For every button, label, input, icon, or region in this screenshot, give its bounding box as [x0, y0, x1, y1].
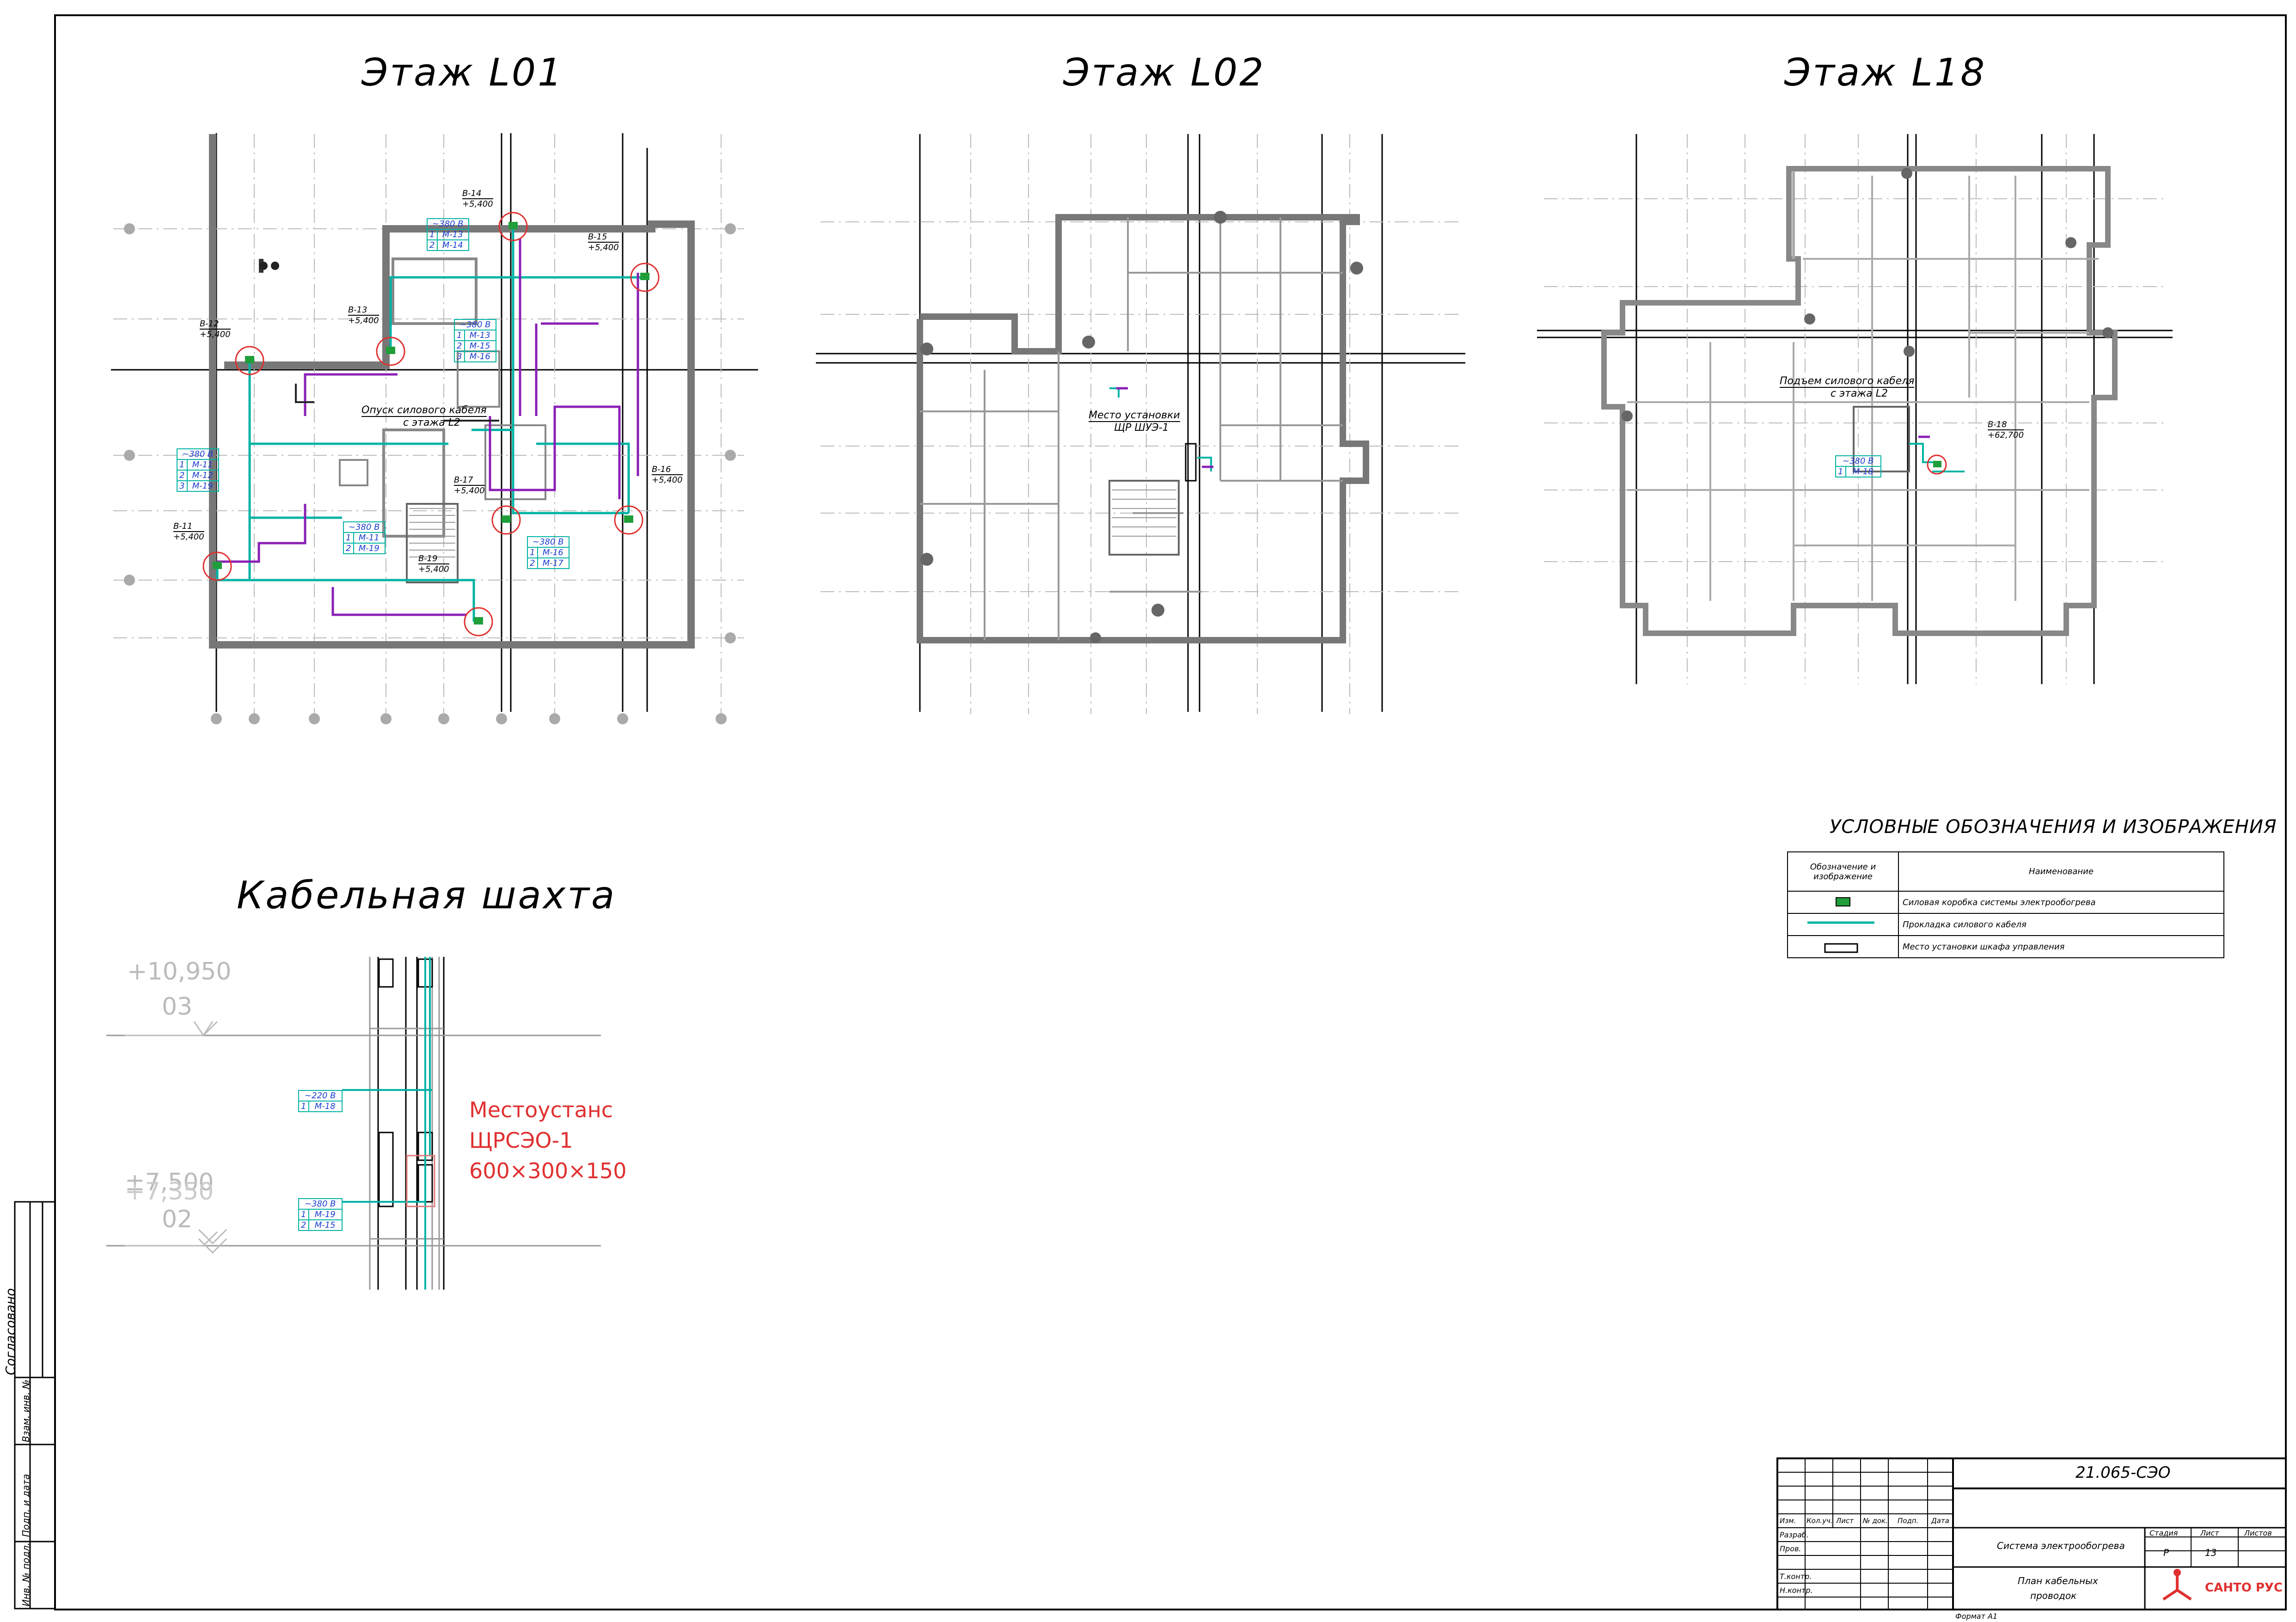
tb-sheet-label: Лист [2200, 1529, 2219, 1537]
stamp-agreed: Согласовано [3, 1288, 18, 1375]
tb-stage-label: Стадия [2149, 1529, 2178, 1537]
tb-header: Дата [1931, 1517, 1949, 1525]
plan-l18 [1537, 134, 2173, 684]
company-logo [2162, 1569, 2192, 1601]
tb-header: Кол.уч. [1806, 1517, 1833, 1525]
tb-header: № док. [1863, 1517, 1888, 1525]
shaft-level-top: +10,950 [127, 958, 232, 985]
junction-label: B-15+5,400 [588, 232, 619, 252]
shaft-level-bottom-2: +7,350 [125, 1178, 214, 1206]
tb-header: Лист [1836, 1517, 1854, 1525]
tb-stage: Р [2163, 1547, 2169, 1558]
tb-sheets-label: Листов [2244, 1529, 2272, 1537]
tb-sheet-title-2: проводок [2030, 1590, 2077, 1601]
shaft-level-top-code: 03 [162, 993, 193, 1021]
tb-sheet: 13 [2205, 1547, 2217, 1558]
tb-header: Подп. [1898, 1517, 1919, 1525]
stamp-inv-replace: Взам. инв. № [20, 1379, 31, 1442]
shaft-level-bottom-code: 02 [162, 1206, 193, 1233]
junction-label: B-18+62,700 [1988, 420, 2024, 440]
title-floor-l18: Этаж L18 [1784, 51, 1987, 95]
junction-label: B-14+5,400 [462, 189, 493, 209]
doc-code: 21.065-СЭО [2076, 1463, 2171, 1482]
stamp-sign-date: Подп. и дата [20, 1474, 31, 1537]
l18-rise-note: Подъем силового кабеля с этажа L2 [1780, 375, 1915, 399]
tb-header: Изм. [1780, 1517, 1796, 1525]
plan-l01 [111, 133, 758, 724]
shaft-level-bottom: ±7,500 [125, 1169, 214, 1196]
shaft-install-note: Местоустанс ЩРСЭО-1 600×300×150 [469, 1097, 627, 1183]
legend-row: Прокладка силового кабеля [1787, 913, 2224, 936]
tb-sheet-title-1: План кабельных [2018, 1575, 2098, 1586]
junction-label: B-13+5,400 [348, 305, 379, 325]
l02-install-note: Место установки ЩР ШУЭ-1 [1089, 410, 1180, 434]
cable-shaft [106, 957, 601, 1290]
company-name: САНТО РУС [2205, 1581, 2283, 1595]
title-cable-shaft: Кабельная шахта [237, 874, 617, 918]
title-block [1776, 1457, 2287, 1610]
junction-label: B-17+5,400 [454, 475, 485, 496]
side-stamp [14, 1201, 56, 1610]
legend-col-name: Наименование [1898, 851, 2224, 892]
junction-label: B-19+5,400 [418, 554, 449, 574]
title-floor-l02: Этаж L02 [1063, 51, 1266, 95]
legend-title: УСЛОВНЫЕ ОБОЗНАЧЕНИЯ И ИЗОБРАЖЕНИЯ [1830, 816, 2277, 838]
sheet-frame [54, 14, 2287, 1610]
tb-role: Пров. [1780, 1544, 1801, 1553]
tb-role: Т.контр. [1780, 1572, 1812, 1581]
stamp-inv-orig: Инв. № подл. [20, 1542, 31, 1606]
title-floor-l01: Этаж L01 [361, 51, 564, 95]
junction-label: B-12+5,400 [200, 319, 231, 339]
legend-row: Место установки шкафа управления [1787, 935, 2224, 958]
tb-role: Н.контр. [1780, 1586, 1813, 1595]
junction-label: B-16+5,400 [652, 465, 683, 485]
legend-col-symbol: Обозначение и изображение [1787, 851, 1899, 892]
sheet-format: Формат А1 [1955, 1612, 1998, 1621]
junction-label: B-11+5,400 [173, 521, 204, 542]
descent-note: Опуск силового кабеля с этажа L2 [361, 404, 487, 428]
plan-l02 [816, 134, 1465, 714]
legend-table: Обозначение и изображение Наименование С… [1787, 851, 2224, 958]
tb-role: Разраб. [1780, 1530, 1809, 1539]
legend-row: Силовая коробка системы электрообогрева [1787, 891, 2224, 914]
tb-system: Система электрообогрева [1997, 1540, 2125, 1551]
